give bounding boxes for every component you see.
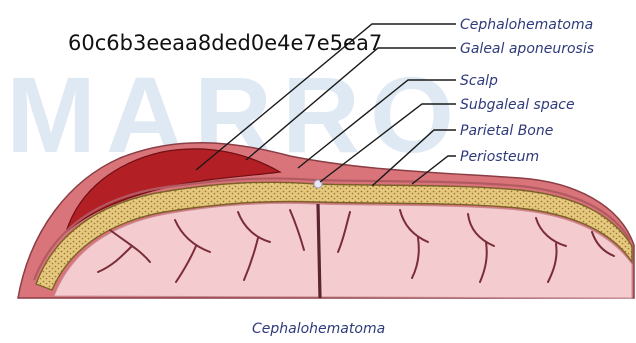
label-subgaleal-space: Subgaleal space — [460, 97, 575, 113]
label-parietal-bone: Parietal Bone — [460, 123, 553, 139]
label-cephalohematoma: Cephalohematoma — [460, 17, 593, 33]
overlay-id-text: 60c6b3eeaa8ded0e4e7e5ea7 — [68, 31, 382, 55]
label-periosteum: Periosteum — [460, 149, 539, 165]
label-galeal-aponeurosis: Galeal aponeurosis — [460, 41, 594, 57]
diagram-caption: Cephalohematoma — [252, 321, 385, 337]
midline-fissure — [318, 204, 320, 298]
label-scalp: Scalp — [460, 73, 498, 89]
